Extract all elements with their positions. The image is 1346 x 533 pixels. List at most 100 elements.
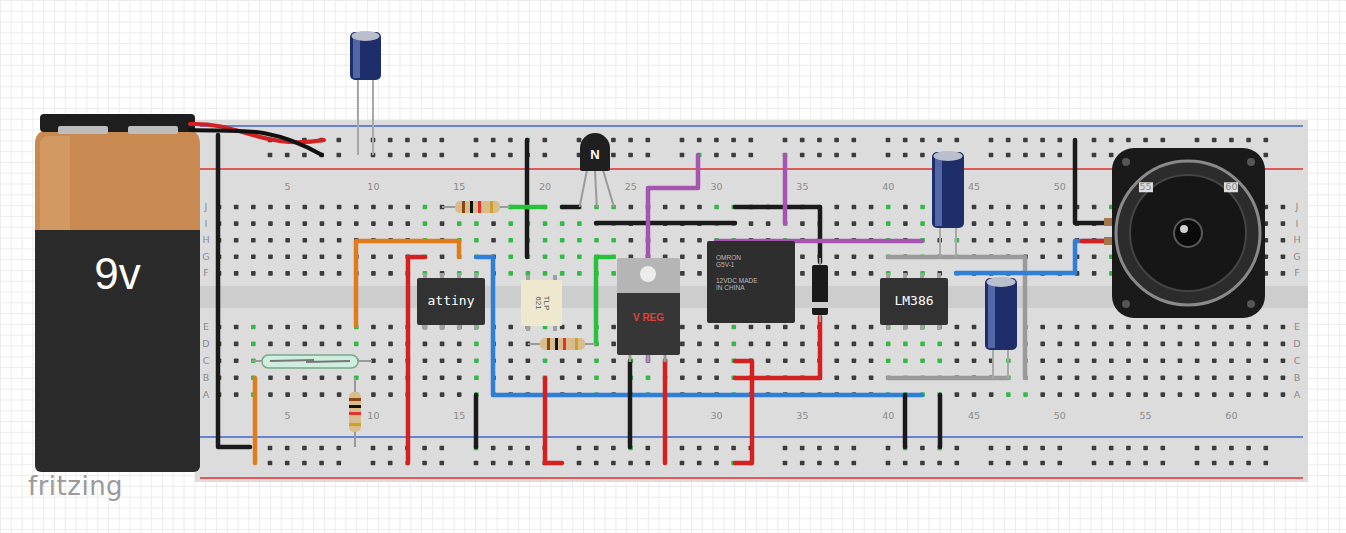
breadboard-hole (852, 255, 857, 260)
breadboard-hole (903, 153, 908, 158)
breadboard-hole (903, 325, 908, 330)
breadboard-hole (937, 461, 942, 466)
breadboard-hole (508, 153, 513, 158)
breadboard-hole (371, 446, 376, 451)
breadboard-hole (697, 205, 702, 210)
column-number: 30 (710, 411, 724, 421)
breadboard-hole (440, 342, 445, 347)
breadboard-hole (337, 221, 342, 226)
breadboard-hole (783, 342, 788, 347)
breadboard-hole (268, 342, 273, 347)
breadboard-hole (251, 271, 256, 276)
breadboard-hole (388, 359, 393, 364)
breadboard-hole (1092, 325, 1097, 330)
electrolytic-capacitor (939, 226, 941, 257)
breadboard-hole (337, 375, 342, 380)
breadboard-hole (646, 446, 651, 451)
breadboard-hole (869, 342, 874, 347)
breadboard-hole (320, 375, 325, 380)
breadboard-hole (508, 461, 513, 466)
breadboard-hole (955, 446, 960, 451)
voltage-regulator: V REG (617, 293, 680, 355)
breadboard-hole (989, 138, 994, 143)
electrolytic-capacitor (357, 78, 359, 155)
breadboard-hole (423, 392, 428, 397)
breadboard-hole (972, 238, 977, 243)
breadboard-hole (1195, 392, 1200, 397)
breadboard-hole (1195, 461, 1200, 466)
breadboard-hole (388, 325, 393, 330)
breadboard-hole (989, 205, 994, 210)
breadboard-hole (1109, 138, 1114, 143)
breadboard-hole (303, 221, 308, 226)
electrolytic-capacitor (934, 151, 963, 161)
breadboard-hole (697, 238, 702, 243)
breadboard-hole (1281, 221, 1286, 226)
breadboard-hole (714, 205, 719, 210)
breadboard-hole (1109, 375, 1114, 380)
breadboard-hole (268, 325, 273, 330)
breadboard-hole (1281, 342, 1286, 347)
breadboard-hole (320, 221, 325, 226)
part-label: TLP 621 (534, 294, 550, 312)
row-letter: A (202, 390, 211, 400)
breadboard-hole (886, 221, 891, 226)
electrolytic-capacitor (350, 32, 381, 80)
breadboard-hole (611, 375, 616, 380)
breadboard-hole (1006, 205, 1011, 210)
breadboard-hole (371, 342, 376, 347)
breadboard-hole (817, 138, 822, 143)
breadboard-hole (1109, 461, 1114, 466)
breadboard-hole (577, 325, 582, 330)
breadboard-hole (285, 446, 290, 451)
breadboard-hole (1058, 153, 1063, 158)
part-label: N (590, 148, 599, 162)
jumper-wires (562, 205, 579, 210)
breadboard-hole (526, 359, 531, 364)
breadboard-hole (508, 238, 513, 243)
breadboard-hole (714, 342, 719, 347)
breadboard-hole (1212, 325, 1217, 330)
breadboard-hole (834, 255, 839, 260)
breadboard-hole (1126, 392, 1131, 397)
breadboard-hole (440, 461, 445, 466)
column-number: 25 (624, 182, 638, 192)
breadboard-hole (1195, 359, 1200, 364)
jumper-wires (218, 135, 250, 447)
breadboard-hole (989, 392, 994, 397)
breadboard-hole (869, 271, 874, 276)
breadboard-hole (611, 138, 616, 143)
breadboard-hole (903, 138, 908, 143)
breadboard-hole (989, 238, 994, 243)
breadboard-hole (852, 342, 857, 347)
breadboard-hole (817, 153, 822, 158)
breadboard-hole (594, 446, 599, 451)
breadboard-hole (611, 238, 616, 243)
breadboard-hole (423, 221, 428, 226)
breadboard-hole (285, 325, 290, 330)
breadboard-hole (1092, 461, 1097, 466)
breadboard-hole (886, 446, 891, 451)
breadboard-hole (371, 205, 376, 210)
breadboard-hole (560, 359, 565, 364)
breadboard-hole (680, 271, 685, 276)
breadboard-hole (508, 325, 513, 330)
breadboard-hole (320, 271, 325, 276)
breadboard-hole (285, 238, 290, 243)
breadboard-hole (285, 221, 290, 226)
breadboard-hole (1212, 461, 1217, 466)
breadboard-hole (594, 375, 599, 380)
breadboard-hole (697, 359, 702, 364)
breadboard-hole (508, 375, 513, 380)
breadboard-hole (251, 238, 256, 243)
breadboard-hole (577, 375, 582, 380)
part-label: LM386 (894, 294, 933, 308)
speaker (1122, 300, 1130, 308)
breadboard-hole (302, 446, 307, 451)
breadboard-hole (1023, 221, 1028, 226)
speaker (1116, 161, 1260, 305)
breadboard-hole (800, 446, 805, 451)
breadboard-hole (1092, 446, 1097, 451)
breadboard-hole (388, 342, 393, 347)
